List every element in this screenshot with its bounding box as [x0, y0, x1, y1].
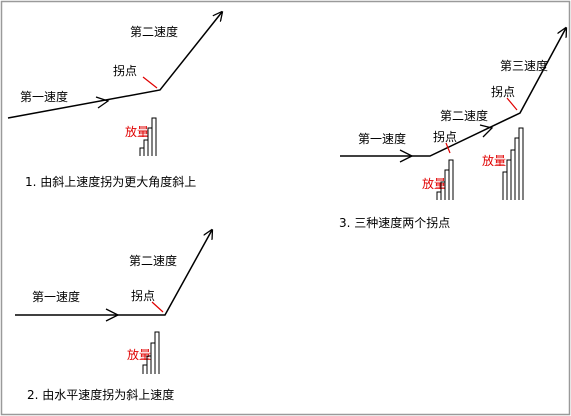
panel3-volume1-bar-4 [448, 159, 454, 200]
panel3-volume2-bar-2 [506, 159, 512, 200]
panel3-volume1-label: 放量 [422, 176, 446, 191]
panel3-inflection1-label: 拐点 [433, 129, 457, 144]
panel3-speed1-label: 第一速度 [358, 131, 406, 146]
panel1-speed1-label: 第一速度 [20, 89, 68, 104]
panel3-caption: 3. 三种速度两个拐点 [339, 215, 450, 230]
panel1-volume-bars [139, 117, 157, 156]
panel3-volume2-bar-4 [514, 137, 520, 200]
panel3-volume2-label: 放量 [482, 153, 506, 168]
panel1-speed2-label: 第二速度 [130, 24, 178, 39]
panel2-volume-bar-4 [154, 331, 160, 374]
panel3-inflection1-pointer [445, 142, 451, 154]
panel1-volume-bar-2 [143, 139, 149, 156]
panel3-volume2-bar-3 [510, 149, 516, 200]
panel2-speed1-label: 第一速度 [32, 289, 80, 304]
panel2-volume-label: 放量 [127, 347, 151, 362]
panel2-inflection-label: 拐点 [131, 288, 155, 303]
panel3-volume1-bar-1 [436, 191, 442, 200]
panel2-volume-bars [142, 331, 160, 374]
panel3-mid-arrowhead-2 [479, 124, 494, 138]
panel3-volume-bars-2 [502, 127, 524, 200]
panel3-volume2-bar-5 [518, 127, 524, 200]
panel3-volume2-bar-1 [502, 171, 508, 200]
panel1-inflection-pointer [142, 76, 158, 89]
panel3-inflection2-pointer [506, 97, 518, 111]
panel1-mid-arrowhead [95, 96, 110, 109]
panel3-speed3-label: 第三速度 [500, 58, 548, 73]
panel2-speed-line [15, 230, 212, 316]
panel-2: 第一速度 第二速度 拐点 放量 2. 由水平速度拐为斜上速度 [15, 230, 212, 402]
panel3-mid-arrowhead-1 [399, 149, 414, 163]
panel3-volume-bars-1 [436, 159, 454, 200]
panel2-mid-arrowhead [105, 308, 120, 322]
panel1-caption: 1. 由斜上速度拐为更大角度斜上 [25, 174, 196, 189]
panel2-volume-bar-3 [150, 342, 156, 374]
panel1-volume-bar-4 [151, 117, 157, 156]
panel2-caption: 2. 由水平速度拐为斜上速度 [27, 387, 174, 402]
panel3-inflection2-label: 拐点 [491, 84, 515, 99]
panel1-volume-bar-1 [139, 147, 145, 156]
panel1-volume-label: 放量 [125, 124, 149, 139]
panel2-inflection-pointer [151, 301, 164, 313]
panel-1: 第一速度 第二速度 拐点 放量 1. 由斜上速度拐为更大角度斜上 [7, 12, 222, 189]
panel3-speed2-label: 第二速度 [440, 108, 488, 123]
panel3-speed-line [340, 28, 566, 157]
panel2-speed2-label: 第二速度 [129, 253, 177, 268]
panel2-volume-bar-1 [142, 364, 148, 374]
panel-3: 第一速度 第二速度 第三速度 拐点 拐点 放量 放量 3. 三种速度两个拐点 [339, 28, 566, 230]
panel1-speed-line [7, 12, 222, 119]
panel1-inflection-label: 拐点 [113, 63, 137, 78]
